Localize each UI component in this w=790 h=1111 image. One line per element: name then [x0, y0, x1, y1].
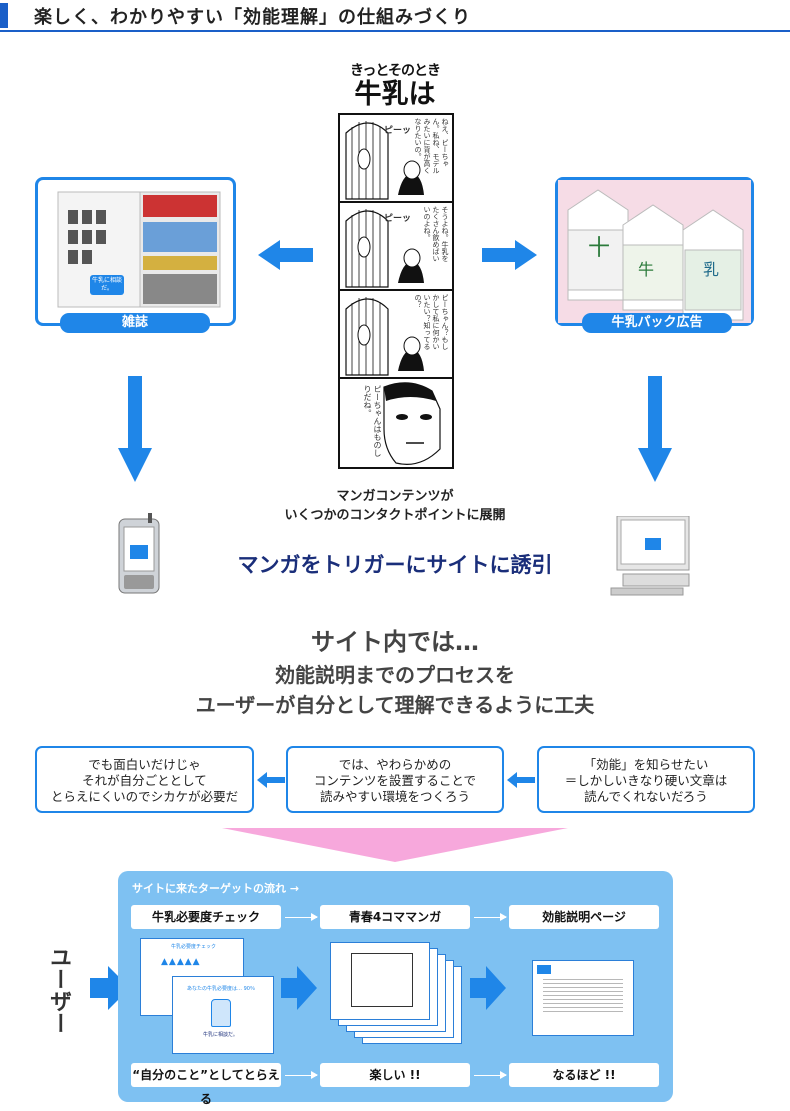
birdcage-illustration — [345, 297, 424, 376]
efficacy-thumb-text — [543, 979, 623, 1015]
process-heading-line1: 効能説明までのプロセスを — [275, 663, 515, 687]
manga-title: きっとそのとき 牛乳は — [336, 60, 454, 110]
milk-check-result-text: あなたの牛乳必要度は… 90％ — [187, 986, 255, 992]
page-title: 楽しく、わかりやすい「効能理解」の仕組みづくり — [34, 7, 471, 28]
trigger-headline: マンガをトリガーにサイトに誘引 — [237, 553, 553, 577]
manga-sfx-1: ピーッ — [384, 126, 412, 136]
arrow-right-thin-icon — [474, 1071, 507, 1079]
manga-panel-2: ピーッ そうよね。牛乳をたくさん飲めばいいのよね。 — [340, 203, 452, 291]
arrow-down-left-icon — [118, 376, 152, 482]
milk-pack-label: 牛乳パック広告 — [582, 313, 732, 333]
arrow-right-thin-icon — [474, 913, 507, 921]
manga-panel-3: ピーちゃん？もしかして私に何かいいたい？知ってるの？ — [340, 291, 452, 379]
svg-text:乳: 乳 — [703, 260, 719, 279]
man-face-illustration — [383, 382, 441, 465]
manga-title-line1: きっとそのとき — [349, 63, 441, 79]
note-gimmick-line3: とらえにくいのでシカケが必要だ — [50, 789, 239, 804]
milk-bottle-icon — [211, 999, 231, 1027]
note-soft-line3: 読みやすい環境をつくろう — [319, 789, 470, 804]
desktop-computer-icon — [610, 516, 690, 596]
note-efficacy-line2: ＝しかしいきなり硬い文章は — [564, 773, 728, 788]
magazine-label: 雑誌 — [60, 313, 210, 333]
site-flow-title: サイトに来たターゲットの流れ → — [132, 882, 300, 895]
note-box-efficacy: 「効能」を知らせたい ＝しかしいきなり硬い文章は 読んでくれないだろう — [537, 746, 755, 813]
manga-speech-1: ねえ、ピーちゃん。私ね、モデルみたいに背が高くなりたいの。 — [414, 118, 449, 174]
page-header: 楽しく、わかりやすい「効能理解」の仕組みづくり — [0, 0, 790, 32]
step-milk-check: 牛乳必要度チェック — [131, 905, 281, 929]
svg-text:牛: 牛 — [638, 260, 654, 279]
arrow-right-thin-icon — [285, 1071, 318, 1079]
magazine-card: 牛乳に相談だ。 — [35, 177, 236, 326]
step-self-relevance: “自分のこと”としてとらえる — [131, 1063, 281, 1106]
arrow-left-small-icon — [507, 772, 535, 788]
arrow-right-big-icon — [90, 966, 130, 1010]
milk-pack-card: 十 牛 乳 — [555, 177, 754, 326]
milk-check-result-badge: 牛乳に相談だ。 — [203, 1032, 238, 1038]
milk-check-result-thumb: あなたの牛乳必要度は… 90％ 牛乳に相談だ。 — [172, 976, 274, 1054]
header-accent-bar — [0, 3, 8, 28]
birdcage-illustration — [345, 209, 424, 288]
arrow-left-icon — [258, 240, 313, 270]
manga-panel-1: ピーッ ねえ、ピーちゃん。私ね、モデルみたいに背が高くなりたいの。 — [340, 115, 452, 203]
manga-title-line2: 牛乳は — [354, 79, 436, 110]
user-label: ユーザー — [46, 946, 71, 1034]
note-gimmick-line1: でも面白いだけじゃ — [88, 757, 201, 772]
manga-caption-line2: いくつかのコンタクトポイントに展開 — [284, 508, 506, 523]
magazine-mini-badge: 牛乳に相談だ。 — [90, 275, 124, 295]
svg-text:十: 十 — [588, 236, 610, 261]
manga-strip: ピーッ ねえ、ピーちゃん。私ね、モデルみたいに背が高くなりたいの。 ピーッ そう… — [338, 113, 454, 469]
step-understood: なるほど !! — [509, 1063, 659, 1087]
site-heading: サイト内では… — [311, 628, 479, 656]
cow-icons: ▲▲▲▲▲ — [161, 957, 201, 967]
arrow-left-small-icon — [257, 772, 285, 788]
magazine-image — [57, 191, 221, 308]
manga-page-thumb-front — [330, 942, 430, 1020]
process-heading-line2: ユーザーが自分として理解できるように工夫 — [195, 693, 595, 717]
mobile-phone-icon — [118, 513, 160, 594]
manga-panel-4: ピーちゃんはものしりだね。 — [340, 379, 452, 467]
process-heading: 効能説明までのプロセスを ユーザーが自分として理解できるように工夫 — [120, 660, 670, 720]
note-soft-line2: コンテンツを設置することで — [313, 773, 477, 788]
manga-caption: マンガコンテンツが いくつかのコンタクトポイントに展開 — [245, 487, 545, 525]
note-gimmick-line2: それが自分ごととして — [82, 773, 207, 788]
arrow-right-icon — [482, 240, 537, 270]
step-manga: 青春4コママンガ — [320, 905, 470, 929]
milk-pack-image: 十 牛 乳 — [558, 180, 751, 323]
efficacy-page-thumb — [532, 960, 634, 1036]
arrow-right-thin-icon — [285, 913, 318, 921]
birdcage-illustration — [345, 121, 424, 200]
note-efficacy-line3: 読んでくれないだろう — [584, 789, 708, 804]
milk-check-thumb-header: 牛乳必要度チェック — [171, 944, 217, 950]
manga-thumb-art — [351, 953, 413, 1007]
manga-speech-3: ピーちゃん？もしかして私に何かいいたい？知ってるの？ — [414, 294, 449, 350]
note-box-soft-content: では、やわらかめの コンテンツを設置することで 読みやすい環境をつくろう — [286, 746, 504, 813]
manga-speech-4: ピーちゃんはものしりだね。 — [363, 385, 382, 457]
arrow-right-big-icon — [281, 966, 317, 1010]
note-efficacy-line1: 「効能」を知らせたい — [583, 757, 709, 772]
step-efficacy-page: 効能説明ページ — [509, 905, 659, 929]
arrow-down-right-icon — [638, 376, 672, 482]
efficacy-thumb-logo — [537, 965, 551, 974]
manga-sfx-2: ピーッ — [384, 214, 412, 224]
note-box-gimmick: でも面白いだけじゃ それが自分ごととして とらえにくいのでシカケが必要だ — [35, 746, 254, 813]
manga-caption-line1: マンガコンテンツが — [336, 489, 454, 504]
arrow-right-big-icon — [470, 966, 506, 1010]
step-fun: 楽しい !! — [320, 1063, 470, 1087]
manga-speech-2: そうよね。牛乳をたくさん飲めばいいのよね。 — [423, 206, 449, 262]
note-soft-line1: では、やわらかめの — [338, 757, 452, 772]
funnel-arrow — [222, 828, 568, 862]
